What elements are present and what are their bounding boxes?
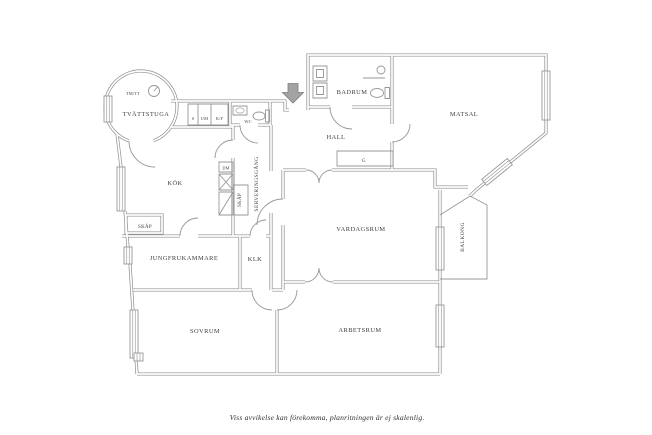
room-label-badrum: BADRUM <box>337 89 368 96</box>
label-dm: DM <box>222 166 229 171</box>
closet-row <box>187 103 229 126</box>
window-arbetsrum <box>435 304 445 348</box>
room-label-kok: KÖK <box>167 180 182 187</box>
label-s: S <box>192 116 195 121</box>
label-g: G <box>362 159 366 164</box>
label-tm-tt: TM/TT <box>126 91 140 96</box>
window-balcony-door <box>435 226 445 271</box>
closet-g-box <box>336 150 394 167</box>
room-label-jungfrukammare: JUNGFRUKAMMARE <box>150 255 218 262</box>
room-label-arbetsrum: ARBETSRUM <box>338 327 381 334</box>
fixtures-layer <box>148 65 394 216</box>
disclaimer-caption: Viss avvikelse kan förekomma, planritnin… <box>230 413 425 422</box>
window-jungfrukammare <box>123 246 133 265</box>
window-matsal-angled <box>481 157 513 187</box>
entrance-arrow-icon <box>281 83 305 104</box>
balcony-outline <box>439 195 488 280</box>
room-label-vardagsrum: VARDAGSRUM <box>336 226 385 233</box>
bathroom-fixtures <box>312 65 390 99</box>
window-corner-small <box>133 352 144 362</box>
kitchen-counter <box>218 161 249 216</box>
room-label-matsal: MATSAL <box>450 111 478 118</box>
window-kitchen <box>116 166 126 212</box>
windows-layer <box>103 70 551 362</box>
doors-layer <box>128 106 411 311</box>
room-label-tvattstuga: TVÄTTSTUGA <box>123 111 170 118</box>
room-label-klk: KLK <box>248 256 262 263</box>
walls-outer-line <box>103 53 548 376</box>
label-skap-kok: SKÅP <box>237 193 243 207</box>
label-um: UM <box>201 116 208 121</box>
wc-fixtures <box>232 105 270 123</box>
window-matsal-east <box>541 70 551 121</box>
room-label-sovrum: SOVRUM <box>190 328 220 335</box>
window-sovrum <box>129 309 139 359</box>
room-label-balkong: BALKONG <box>460 222 466 252</box>
washing-machine-icon <box>148 85 160 97</box>
label-wc: WC <box>244 119 251 124</box>
label-skap-hall: SKÅP <box>138 224 152 230</box>
walls-inner-line <box>104 54 547 375</box>
label-kf: K/F <box>216 116 224 121</box>
window-turret <box>103 95 113 123</box>
room-label-serveringsgang: SERVERINGSGÅNG <box>252 157 260 212</box>
labels-layer: TVÄTTSTUGA TM/TT KÖK SKÅP JUNGFRUKAMMARE… <box>123 89 478 335</box>
room-label-hall: HALL <box>327 134 346 141</box>
